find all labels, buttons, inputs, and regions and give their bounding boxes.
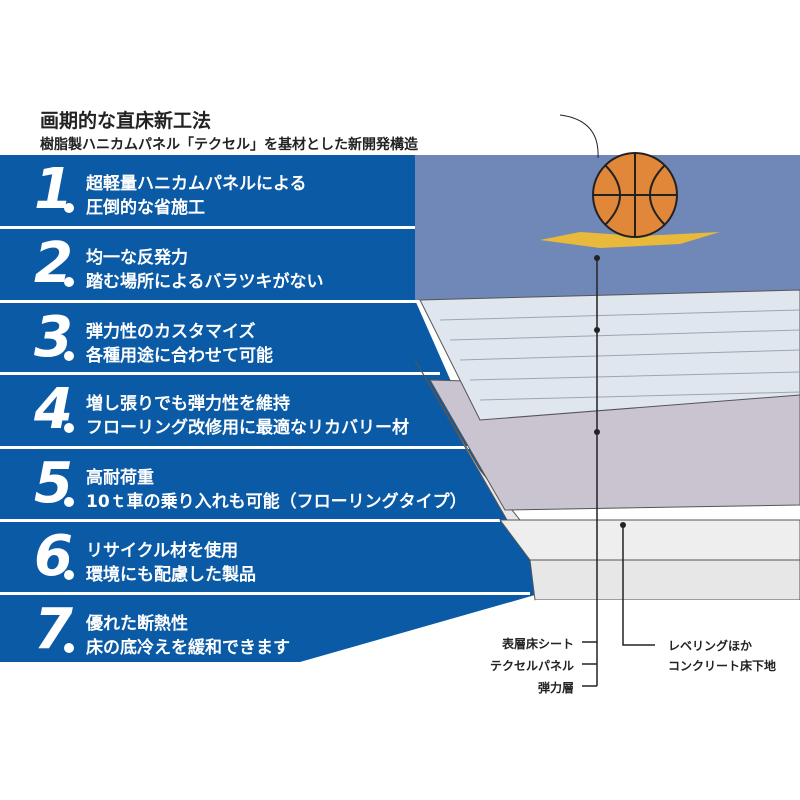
dot-icon <box>64 277 74 287</box>
dot-icon <box>64 423 74 433</box>
feature-detail: 各種用途に合わせて可能 <box>86 346 273 366</box>
dot-icon <box>64 497 74 507</box>
feature-detail: 踏む場所によるバラツキがない <box>86 272 324 292</box>
feature-title: 増し張りでも弾力性を維持 <box>86 394 290 414</box>
feature-detail: 環境にも配慮した製品 <box>86 565 256 585</box>
feature-title: 優れた断熱性 <box>86 614 188 634</box>
label-leveling: レベリングほか <box>668 639 753 653</box>
label-texcel-panel: テクセルパネル <box>489 659 574 673</box>
label-surface-sheet: 表層床シート <box>501 637 574 651</box>
feature-detail: 10ｔ車の乗り入れも可能（フローリングタイプ） <box>86 492 467 512</box>
dot-icon <box>64 643 74 653</box>
dot-icon <box>64 351 74 361</box>
feature-title: 弾力性のカスタマイズ <box>86 322 256 342</box>
feature-detail: フローリング改修用に最適なリカバリー材 <box>86 418 409 438</box>
label-elastic-layer: 弾力層 <box>537 681 574 695</box>
feature-title: 超軽量ハニカムパネルによる <box>86 174 307 194</box>
feature-detail: 圧倒的な省施工 <box>86 198 205 218</box>
feature-title: 高耐荷重 <box>86 468 154 488</box>
dot-icon <box>64 570 74 580</box>
feature-title: 均一な反発力 <box>86 248 188 268</box>
dot-icon <box>64 203 74 213</box>
label-concrete-base: コンクリート床下地 <box>668 659 777 673</box>
feature-detail: 床の底冷えを緩和できます <box>86 638 290 658</box>
feature-title: リサイクル材を使用 <box>86 541 239 561</box>
page-subtitle: 樹脂製ハニカムパネル「テクセル」を基材とした新開発構造 <box>40 137 418 153</box>
page-title: 画期的な直床新工法 <box>40 110 212 132</box>
